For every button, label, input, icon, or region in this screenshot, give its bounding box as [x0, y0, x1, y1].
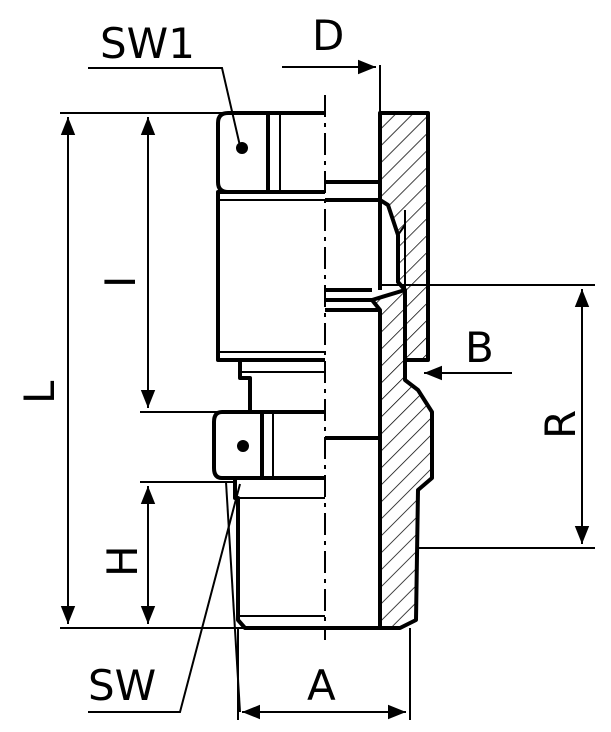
label-sw: SW: [88, 661, 156, 710]
lower-hex: [212, 410, 325, 480]
upper-hex-nut: [216, 111, 325, 194]
label-sw1: SW1: [100, 19, 195, 68]
leader-sw1: [88, 67, 241, 147]
hex-dot-upper: [236, 142, 248, 154]
label-b: B: [465, 323, 494, 372]
label-h: H: [98, 545, 147, 577]
label-l: L: [15, 380, 64, 404]
hex-dot-lower: [237, 440, 249, 452]
dimension-lines: [60, 59, 595, 720]
thread-shank: [233, 476, 325, 630]
section-view: [325, 65, 434, 630]
neck: [238, 358, 325, 414]
label-i: I: [96, 276, 145, 288]
label-a: A: [307, 661, 336, 710]
label-d: D: [312, 11, 344, 60]
leader-sw: [88, 483, 241, 713]
label-r: R: [536, 410, 585, 439]
union-nut-body: [216, 190, 325, 362]
